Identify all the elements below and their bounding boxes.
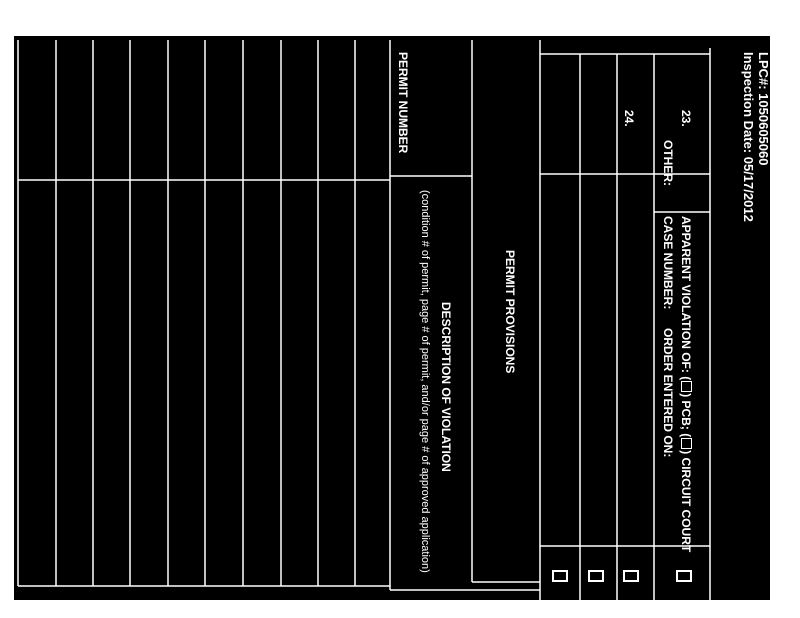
description-header: DESCRIPTION OF VIOLATION	[439, 302, 453, 472]
checkbox-pcb[interactable]	[681, 381, 692, 393]
checkbox-row-24[interactable]	[623, 570, 639, 582]
row-24-number: 24.	[622, 110, 636, 127]
apparent-prefix: APPARENT VIOLATION OF: (	[679, 216, 693, 381]
description-subheader: (condition # of permit, page # of permit…	[419, 190, 431, 573]
checkbox-row-25[interactable]	[588, 570, 604, 582]
checkbox-circuit-court[interactable]	[681, 438, 692, 450]
case-number-label: CASE NUMBER:	[661, 216, 675, 310]
row-23-number: 23.	[679, 110, 693, 127]
checkbox-row-23[interactable]	[676, 570, 692, 582]
lpc-number: LPC#: 1050605060	[756, 52, 771, 166]
scan-background	[14, 36, 770, 618]
inspection-date: Inspection Date: 05/17/2012	[741, 52, 756, 222]
permit-provisions-title: PERMIT PROVISIONS	[503, 250, 517, 374]
other-label: OTHER:	[661, 140, 675, 186]
order-entered-label: ORDER ENTERED ON:	[661, 328, 675, 458]
checkbox-row-26[interactable]	[552, 570, 568, 582]
permit-number-header: PERMIT NUMBER	[396, 52, 410, 154]
apparent-violation-line: APPARENT VIOLATION OF: ( ) PCB; ( ) CIRCUI…	[679, 216, 693, 552]
circuit-court-label: ) CIRCUIT COURT	[679, 450, 693, 553]
table-lines	[17, 40, 711, 615]
pcb-label: ) PCB; (	[679, 393, 693, 438]
